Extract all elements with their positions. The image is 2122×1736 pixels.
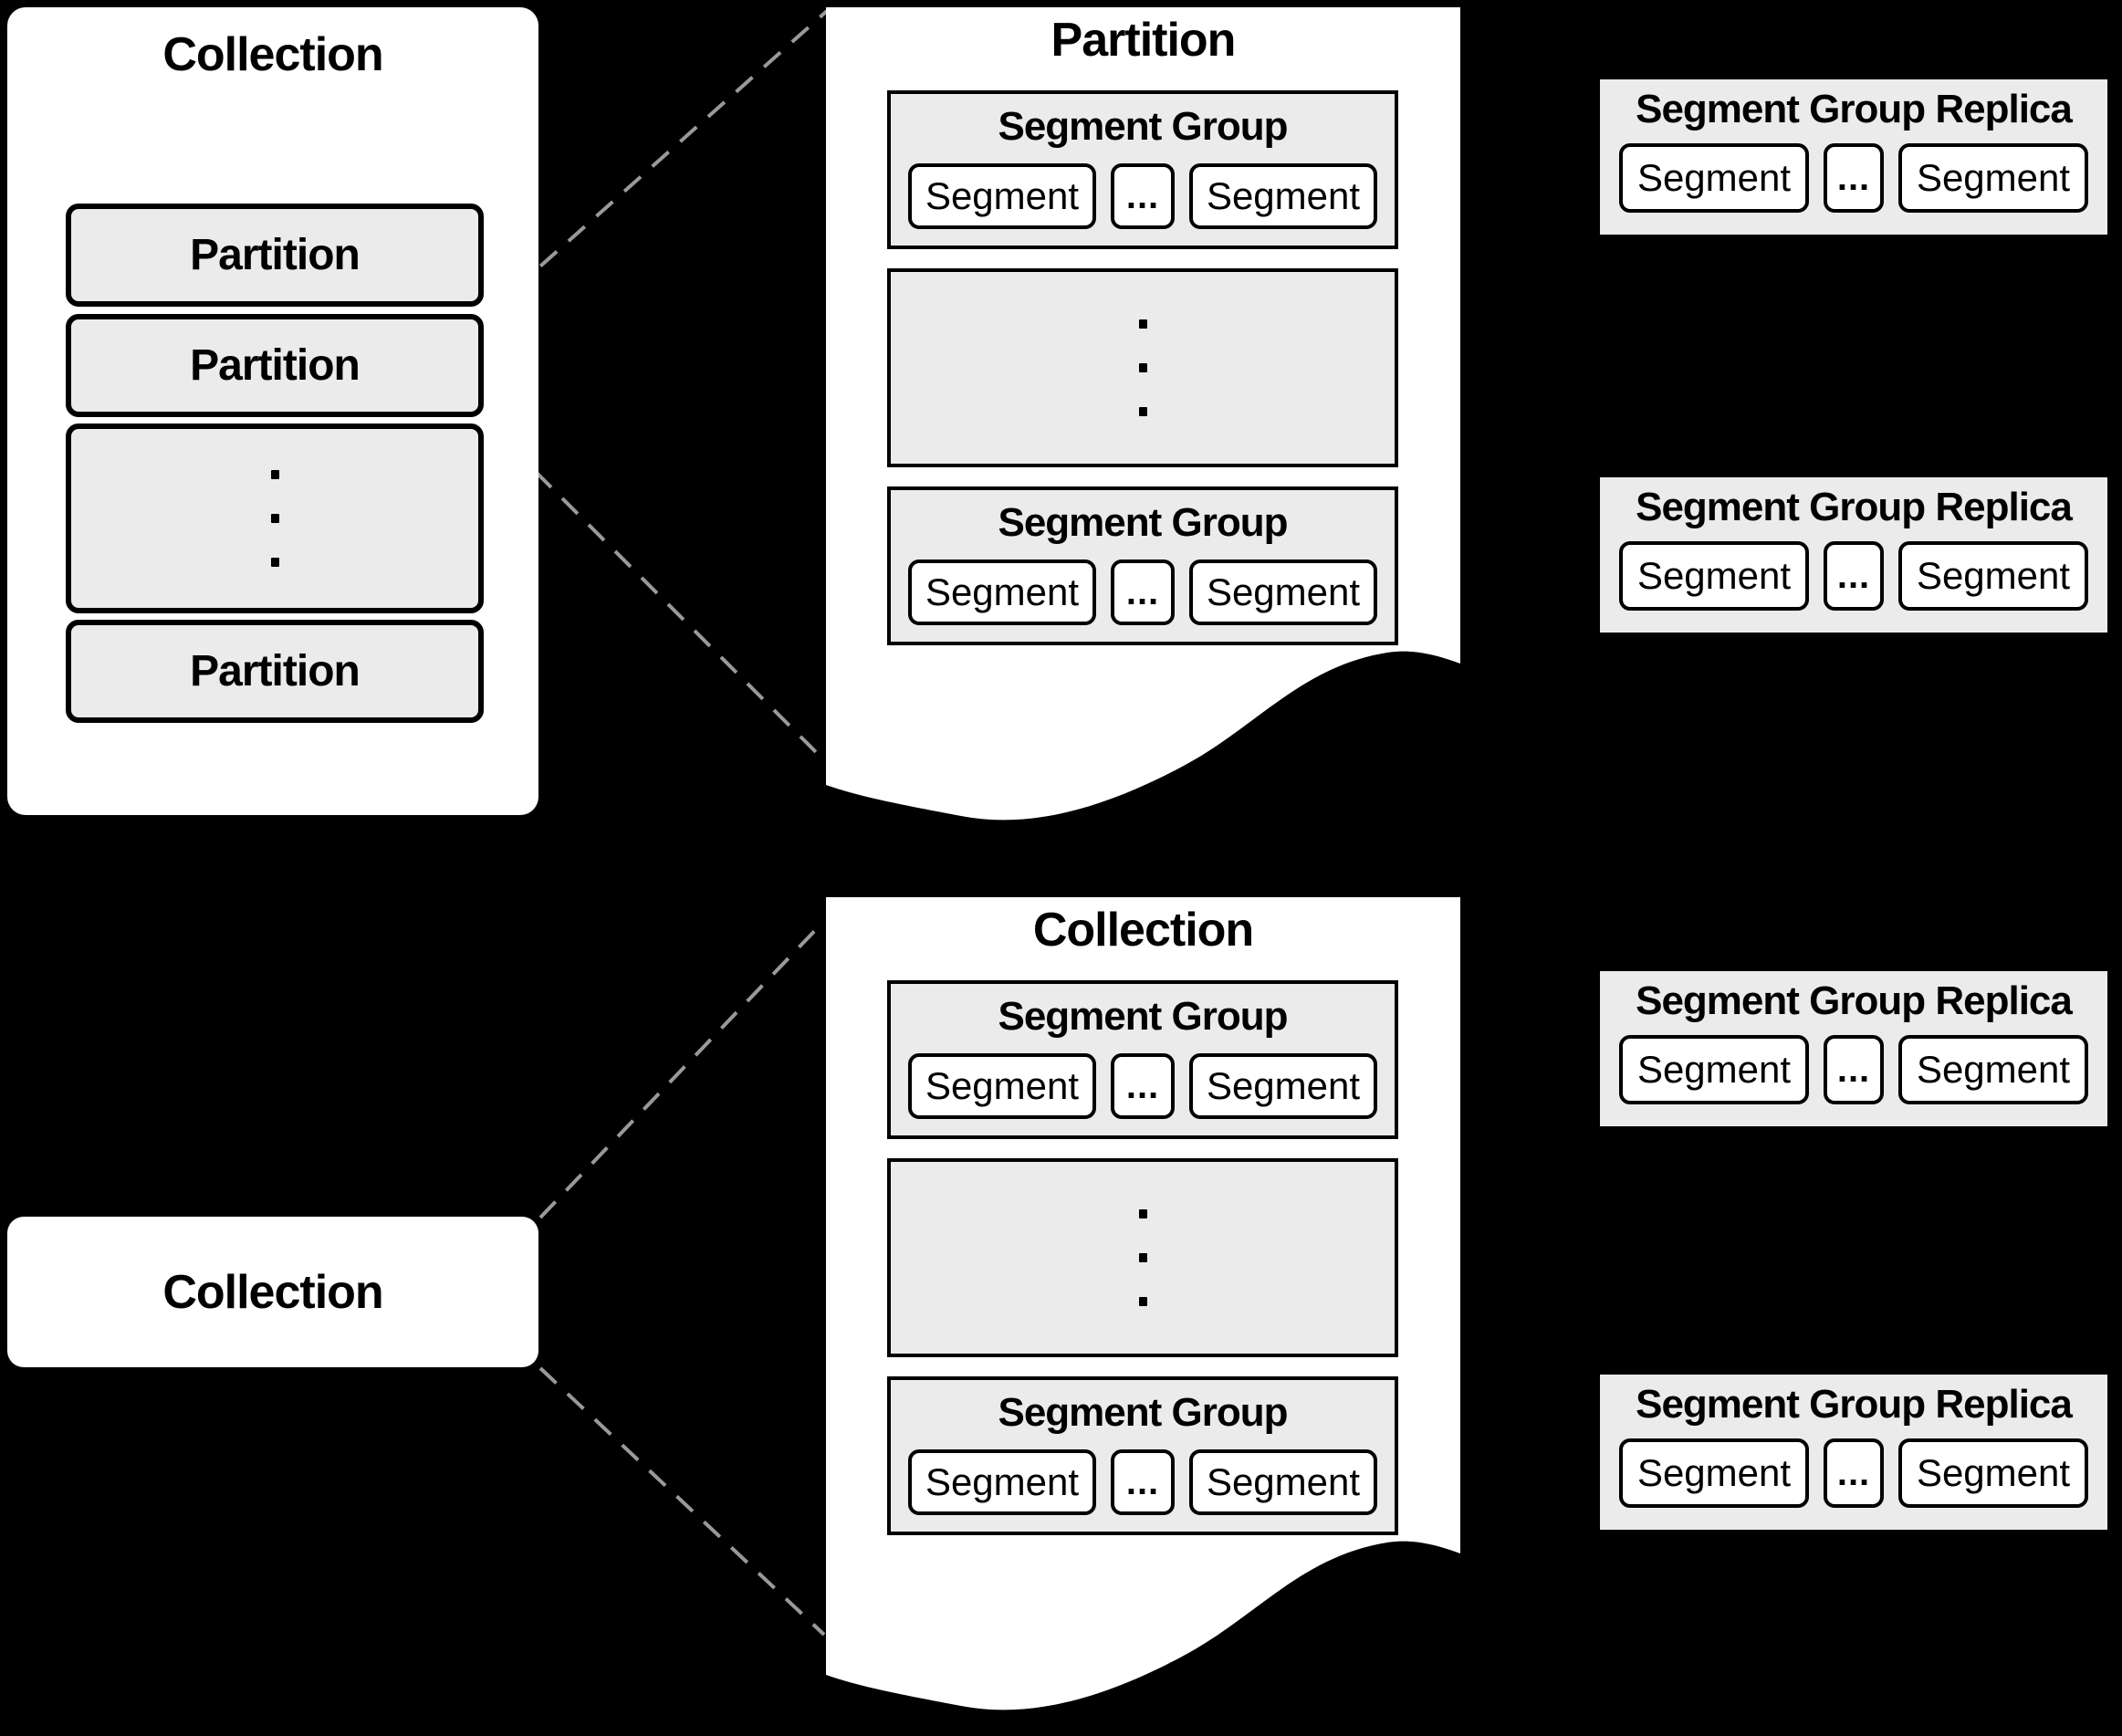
partition-document-title: Partition xyxy=(1051,14,1237,67)
collection-document: Collection Segment Group Segment ... Seg… xyxy=(826,897,1460,1712)
more-partitions-box xyxy=(66,424,484,613)
horizontal-ellipsis-box: ... xyxy=(1111,163,1175,229)
segment-row: Segment ... Segment xyxy=(908,559,1377,625)
connector-collection-bottom xyxy=(538,1366,826,1637)
horizontal-ellipsis-box: ... xyxy=(1111,1449,1175,1515)
segment-row: Segment ... Segment xyxy=(908,1449,1377,1515)
vertical-ellipsis-icon xyxy=(891,272,1395,464)
segment-row: Segment ... Segment xyxy=(1619,1438,2088,1508)
segment-box: Segment xyxy=(908,1449,1096,1515)
segment-box: Segment xyxy=(1189,163,1377,229)
segment-group-1: Segment Group Segment ... Segment xyxy=(887,90,1398,249)
segment-group-title: Segment Group xyxy=(998,104,1288,149)
vertical-ellipsis-icon xyxy=(71,429,478,608)
segment-box: Segment xyxy=(1898,1438,2088,1508)
segment-row: Segment ... Segment xyxy=(1619,541,2088,611)
segment-group-2: Segment Group Segment ... Segment xyxy=(887,486,1398,645)
segment-box: Segment xyxy=(908,1053,1096,1119)
replica-title: Segment Group Replica xyxy=(1636,1382,2073,1427)
segment-box: Segment xyxy=(1189,1449,1377,1515)
more-segment-groups-box xyxy=(887,268,1398,467)
segment-row: Segment ... Segment xyxy=(908,163,1377,229)
replica-title: Segment Group Replica xyxy=(1636,485,2073,529)
vertical-ellipsis-icon xyxy=(891,1162,1395,1354)
horizontal-ellipsis-box: ... xyxy=(1824,143,1884,213)
segment-box: Segment xyxy=(1189,1053,1377,1119)
segment-group-title: Segment Group xyxy=(998,994,1288,1039)
more-segment-groups-box xyxy=(887,1158,1398,1357)
segment-group-1: Segment Group Segment ... Segment xyxy=(887,980,1398,1139)
horizontal-ellipsis-box: ... xyxy=(1111,559,1175,625)
segment-row: Segment ... Segment xyxy=(1619,143,2088,213)
segment-box: Segment xyxy=(908,559,1096,625)
segment-box: Segment xyxy=(908,163,1096,229)
segment-group-replica-1: Segment Group Replica Segment ... Segmen… xyxy=(1600,79,2107,235)
segment-group-replica-4: Segment Group Replica Segment ... Segmen… xyxy=(1600,1375,2107,1530)
segment-box: Segment xyxy=(1898,1035,2088,1104)
replica-title: Segment Group Replica xyxy=(1636,87,2073,131)
partition-document: Partition Segment Group Segment ... Segm… xyxy=(826,7,1460,822)
segment-group-title: Segment Group xyxy=(998,500,1288,545)
segment-group-2: Segment Group Segment ... Segment xyxy=(887,1376,1398,1535)
segment-group-replica-3: Segment Group Replica Segment ... Segmen… xyxy=(1600,971,2107,1126)
partition-row-3: Partition xyxy=(66,620,484,723)
segment-group-title: Segment Group xyxy=(998,1390,1288,1435)
partition-row-2: Partition xyxy=(66,314,484,417)
segment-box: Segment xyxy=(1898,143,2088,213)
segment-row: Segment ... Segment xyxy=(1619,1035,2088,1104)
segment-row: Segment ... Segment xyxy=(908,1053,1377,1119)
horizontal-ellipsis-box: ... xyxy=(1824,1035,1884,1104)
segment-box: Segment xyxy=(1189,559,1377,625)
segment-box: Segment xyxy=(1619,1035,1809,1104)
horizontal-ellipsis-box: ... xyxy=(1824,541,1884,611)
partition-row-1: Partition xyxy=(66,204,484,307)
collection-document-title: Collection xyxy=(1032,904,1254,957)
segment-group-replica-2: Segment Group Replica Segment ... Segmen… xyxy=(1600,477,2107,633)
replica-title: Segment Group Replica xyxy=(1636,978,2073,1023)
collection-box: Collection xyxy=(7,1217,538,1367)
connector-collection-top xyxy=(538,919,826,1219)
segment-box: Segment xyxy=(1619,541,1809,611)
collection-panel-title: Collection xyxy=(162,28,383,81)
segment-box: Segment xyxy=(1619,1438,1809,1508)
horizontal-ellipsis-box: ... xyxy=(1111,1053,1175,1119)
collection-panel: Collection Partition Partition Partition xyxy=(7,7,538,815)
segment-box: Segment xyxy=(1619,143,1809,213)
horizontal-ellipsis-box: ... xyxy=(1824,1438,1884,1508)
segment-box: Segment xyxy=(1898,541,2088,611)
